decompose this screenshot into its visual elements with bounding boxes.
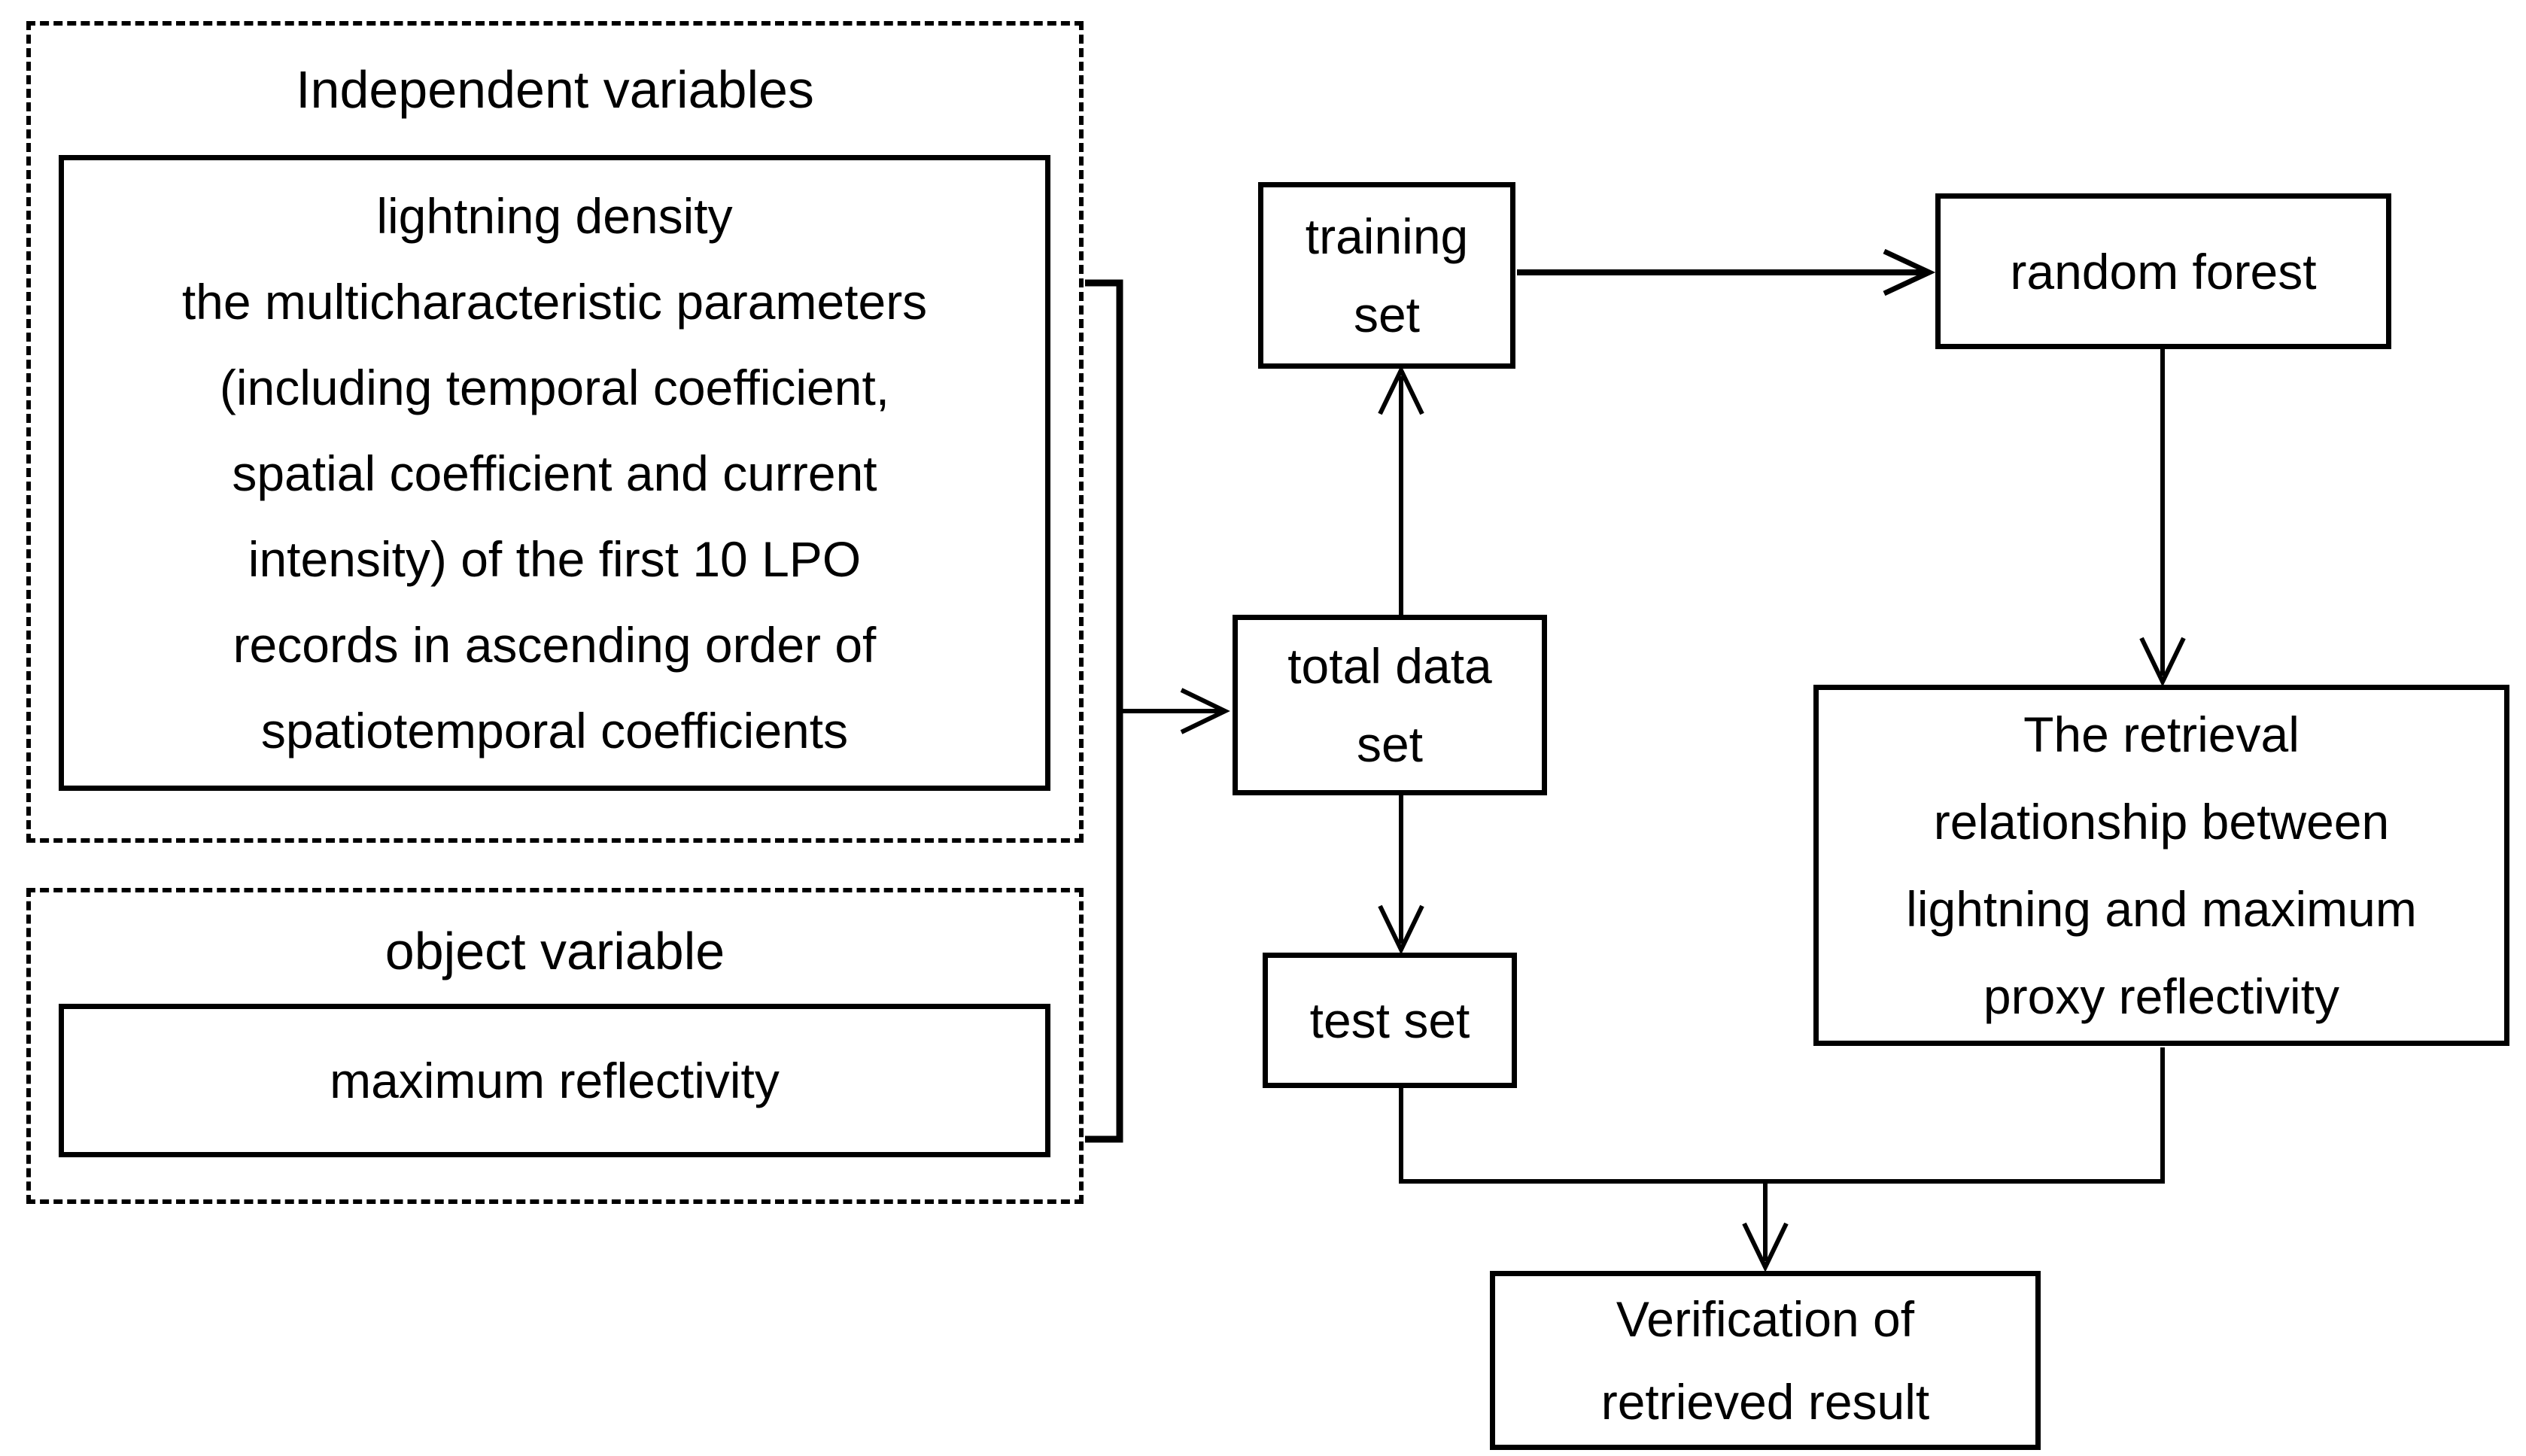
verification-node: Verification of retrieved result — [1490, 1271, 2041, 1450]
independent-variables-content: lightning density the multicharacteristi… — [181, 187, 928, 758]
arrowhead-down-icon — [2139, 637, 2186, 687]
arrowhead-right-icon — [1883, 248, 1936, 296]
total-data-set-label: total data set — [1287, 638, 1492, 772]
independent-variables-title: Independent variables — [296, 60, 814, 119]
arrow-merge-to-verification — [1742, 1181, 1789, 1272]
merge-path — [1399, 1047, 2165, 1184]
arrow-training-to-random-forest — [1517, 248, 1936, 296]
total-data-set-node: total data set — [1233, 615, 1547, 795]
verification-label: Verification of retrieved result — [1600, 1291, 1930, 1430]
random-forest-node: random forest — [1935, 193, 2391, 349]
random-forest-label: random forest — [2010, 243, 2317, 299]
training-set-node: training set — [1258, 182, 1515, 369]
arrow-random-forest-to-retrieval — [2139, 349, 2186, 687]
independent-variables-box: lightning density the multicharacteristi… — [59, 155, 1050, 791]
object-variable-title: object variable — [385, 922, 725, 980]
bracket-path — [1085, 279, 1123, 1143]
merge-connector-test-and-retrieval — [1399, 1047, 2165, 1184]
test-set-label: test set — [1309, 992, 1470, 1048]
test-set-node: test set — [1263, 953, 1517, 1088]
object-variable-content: maximum reflectivity — [330, 1053, 780, 1108]
arrowhead-up-icon — [1378, 365, 1424, 415]
training-set-label: training set — [1305, 208, 1469, 342]
object-variable-box: maximum reflectivity — [59, 1004, 1050, 1157]
arrow-total-to-test — [1378, 795, 1424, 955]
retrieval-relationship-label: The retrieval relationship between light… — [1906, 707, 2417, 1024]
object-variable-group: object variable maximum reflectivity — [26, 888, 1084, 1204]
bracket-connector — [1085, 279, 1123, 1143]
arrow-bracket-to-total-data-set — [1123, 688, 1230, 734]
arrowhead-right-icon — [1180, 688, 1230, 734]
retrieval-relationship-node: The retrieval relationship between light… — [1813, 685, 2509, 1046]
arrowhead-down-icon — [1378, 904, 1424, 955]
independent-variables-group: Independent variables lightning density … — [26, 21, 1084, 843]
arrow-total-to-training — [1378, 365, 1424, 615]
arrowhead-down-icon — [1742, 1222, 1789, 1272]
